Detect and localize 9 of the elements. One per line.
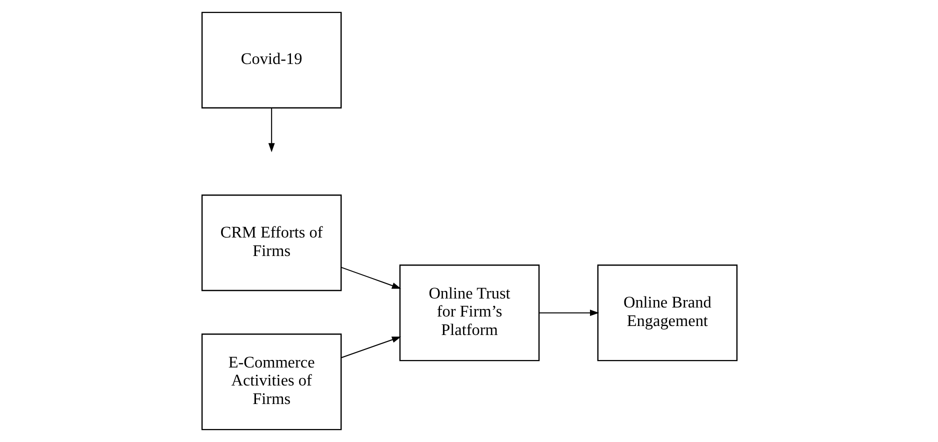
arrow: [340, 336, 401, 358]
arrow: [268, 108, 274, 152]
node-box: Online Trust for Firm’s Platform: [398, 264, 540, 362]
arrow: [538, 310, 599, 316]
node-box: Covid-19: [200, 12, 342, 108]
node-box: Online Brand Engagement: [596, 264, 738, 362]
arrow: [340, 266, 401, 289]
node-box: CRM Efforts of Firms: [200, 194, 342, 292]
node-box: E-Commerce Activities of Firms: [200, 334, 342, 430]
